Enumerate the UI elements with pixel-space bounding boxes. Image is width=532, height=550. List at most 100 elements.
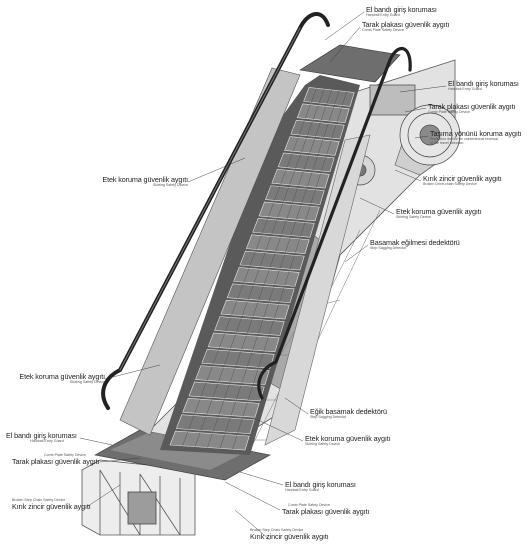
step-cleat <box>289 170 295 185</box>
step-cleat <box>218 400 224 415</box>
step-cleat <box>289 255 295 270</box>
step-cleat <box>219 434 225 449</box>
step-cleat <box>298 171 304 186</box>
step-cleat <box>320 106 327 121</box>
label-subtext: Step Sagging Detector <box>370 246 407 251</box>
step-cleat <box>269 253 276 268</box>
label-text: Basamak eğilmesi dedektörü <box>370 238 460 247</box>
step-cleat <box>242 402 248 417</box>
step-cleat <box>242 301 248 316</box>
right-handrail <box>257 47 412 400</box>
step-cleat <box>258 353 264 368</box>
label-text: El bandı giriş koruması <box>6 431 77 440</box>
right-balustrade <box>264 134 371 446</box>
step-cleat <box>274 186 280 201</box>
step-cleat <box>259 252 266 267</box>
step-cleat <box>321 157 326 172</box>
step-cleat <box>235 351 241 366</box>
step-cleat <box>237 284 244 299</box>
step <box>182 398 260 418</box>
step-cleat <box>236 318 242 333</box>
label-text: Etek koruma güvenlik aygıtı <box>19 372 105 381</box>
step-cleat <box>295 238 300 253</box>
leader-lines <box>79 11 447 541</box>
step-cleat <box>200 416 207 431</box>
label-text: El bandı giriş koruması <box>448 79 519 88</box>
label-subtext: Comb Plate Safety Device <box>362 28 404 33</box>
step-cleat <box>295 154 301 169</box>
step-cleat <box>265 236 272 251</box>
step-cleat <box>315 173 321 188</box>
step <box>233 267 300 287</box>
step-cleat <box>206 366 213 381</box>
step-cleat <box>224 384 230 399</box>
step-cleat <box>300 222 306 237</box>
label-text: Taşıma yönünü koruma aygıtı <box>430 129 522 138</box>
step-cleat <box>263 337 269 352</box>
step-cleat <box>262 219 268 234</box>
step-cleat <box>301 188 307 203</box>
leader-line <box>87 484 121 507</box>
step-cleat <box>194 432 201 447</box>
step-cleat <box>194 399 201 414</box>
step-cleat <box>182 431 188 446</box>
step-cleat <box>277 203 283 218</box>
step <box>303 87 355 107</box>
step-cleat <box>257 319 264 334</box>
step-cleat <box>275 237 281 252</box>
step-cleat <box>271 219 278 235</box>
leader-line <box>359 197 395 215</box>
step-cleat <box>309 138 315 154</box>
step-cleat <box>318 89 325 104</box>
label-subtext: Broken Step Chain Safety Device <box>250 528 304 532</box>
leader-line <box>324 11 365 41</box>
step-cleat <box>236 385 242 400</box>
step-cleat <box>232 435 238 450</box>
label-text: Tarak plakası güvenlik aygıtı <box>362 20 450 29</box>
left-balustrade <box>119 67 301 436</box>
step-cleat <box>241 335 247 350</box>
step-cleat <box>230 334 236 349</box>
step-cleat <box>334 90 340 105</box>
leader-line <box>104 364 161 380</box>
step-cleat <box>285 237 291 253</box>
label-subtext: Skirting Safety Device <box>396 215 432 220</box>
step-cleat <box>252 336 258 351</box>
step-cleat <box>207 433 213 448</box>
step-cleat <box>303 155 310 170</box>
label-text: Kırık zincir güvenlik aygıtı <box>12 501 91 511</box>
step-cleat <box>255 235 262 250</box>
leader-line <box>79 437 113 446</box>
step-cleat <box>279 287 285 302</box>
label-subtext: Handrail Entry Guard <box>285 488 319 493</box>
step-cleat <box>200 382 207 397</box>
step-cleat <box>317 139 324 154</box>
step-cleat <box>212 417 219 432</box>
step-cleat <box>280 170 287 185</box>
leader-line <box>234 509 271 541</box>
label-subtext: Broken Drive-chain Safety Device <box>423 182 477 187</box>
label-subtext: Comb Plate Safety Device <box>44 453 86 457</box>
step-cleat <box>331 124 337 139</box>
step-cleat <box>247 318 253 334</box>
label-text: Tarak plakası güvenlik aygıtı <box>428 102 516 111</box>
label-subtext: Handrail Entry Guard <box>448 87 482 92</box>
step-cleat <box>298 120 305 135</box>
leader-line <box>99 457 141 463</box>
step <box>245 234 310 254</box>
step-cleat <box>284 271 290 286</box>
step-cleat <box>307 172 313 187</box>
step-cleat <box>241 368 247 383</box>
step-cleat <box>312 156 318 171</box>
step-cleat <box>212 383 218 398</box>
